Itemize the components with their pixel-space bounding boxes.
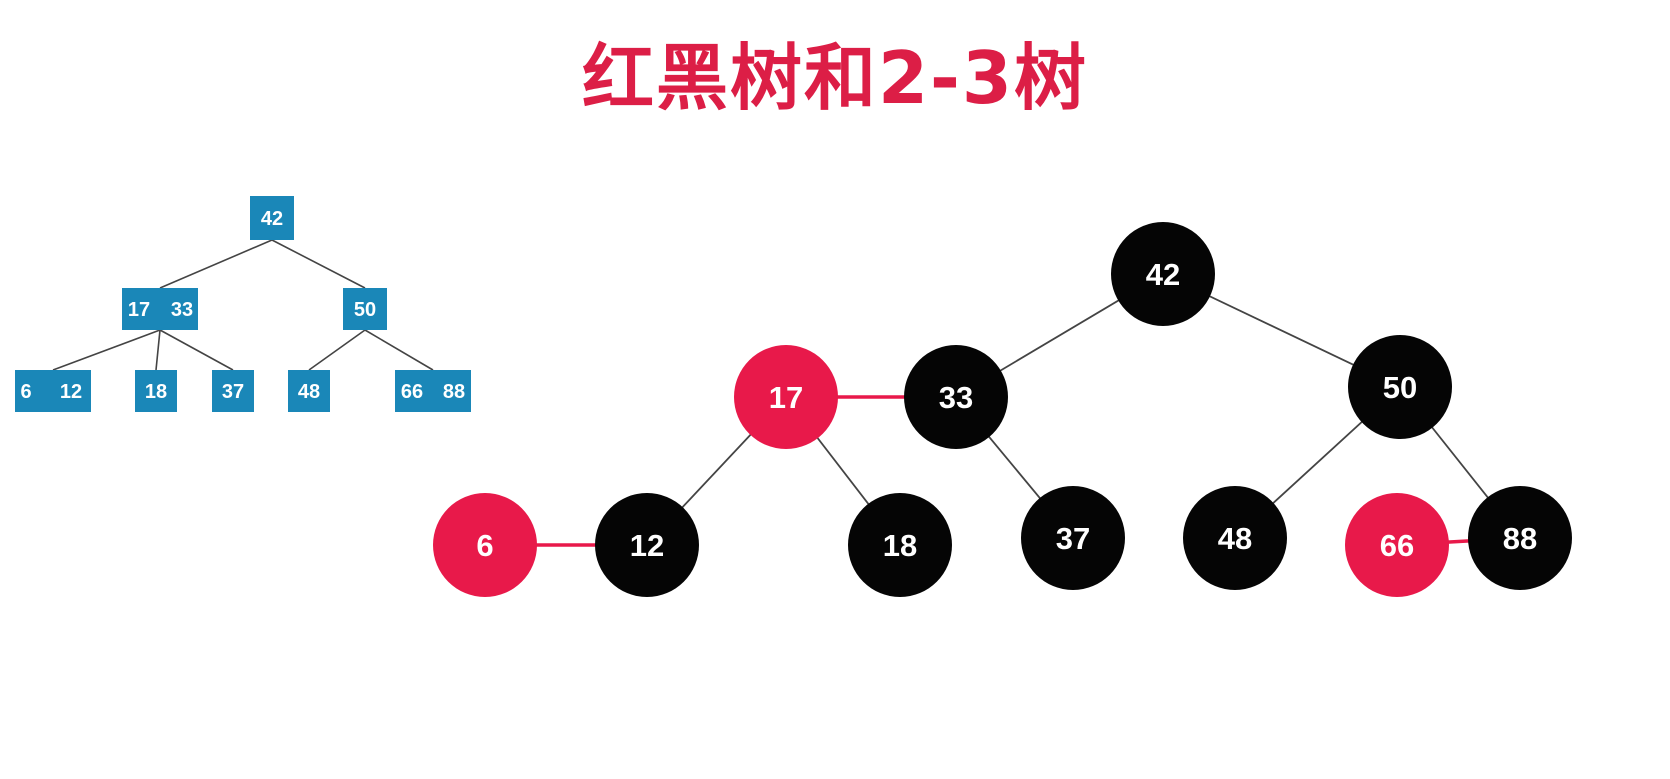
- two-three-key-6: 6: [20, 381, 31, 403]
- rb-node-label-48: 48: [1218, 521, 1252, 556]
- two-three-tree-edge: [308, 329, 366, 371]
- two-three-node-box: [288, 370, 330, 412]
- rb-node-6: 6: [433, 493, 537, 597]
- two-three-key-48: 48: [298, 381, 320, 403]
- rb-node-66: 66: [1345, 493, 1449, 597]
- black-node-circle: [1021, 486, 1125, 590]
- red-node-circle: [734, 345, 838, 449]
- rb-node-label-33: 33: [939, 380, 973, 415]
- rb-node-label-42: 42: [1146, 257, 1180, 292]
- rb-node-label-88: 88: [1503, 521, 1537, 556]
- two-three-node-42: 42: [250, 196, 294, 240]
- two-three-node-18: 18: [135, 370, 177, 412]
- black-node-circle: [1468, 486, 1572, 590]
- two-three-node-48: 48: [288, 370, 330, 412]
- rb-node-42: 42: [1111, 222, 1215, 326]
- two-three-key-42: 42: [261, 208, 283, 230]
- rb-node-50: 50: [1348, 335, 1452, 439]
- red-node-circle: [1345, 493, 1449, 597]
- rb-node-12: 12: [595, 493, 699, 597]
- rb-node-37: 37: [1021, 486, 1125, 590]
- two-three-tree-edge: [159, 329, 234, 371]
- two-three-key-50: 50: [354, 299, 376, 321]
- two-three-node-box: [15, 370, 91, 412]
- rb-node-88: 88: [1468, 486, 1572, 590]
- two-three-tree-edge: [159, 239, 273, 289]
- black-node-circle: [595, 493, 699, 597]
- black-node-circle: [1348, 335, 1452, 439]
- slide-title: 红黑树和2-3树: [581, 36, 1089, 120]
- red-node-circle: [433, 493, 537, 597]
- two-three-node-box: [395, 370, 471, 412]
- black-node-circle: [1183, 486, 1287, 590]
- black-node-circle: [1111, 222, 1215, 326]
- rb-node-label-66: 66: [1380, 528, 1414, 563]
- rb-node-18: 18: [848, 493, 952, 597]
- two-three-node-66-88: 66 88: [395, 370, 471, 412]
- rb-node-label-18: 18: [883, 528, 917, 563]
- two-three-key-33: 33: [171, 299, 193, 321]
- two-three-node-37: 37: [212, 370, 254, 412]
- rb-node-48: 48: [1183, 486, 1287, 590]
- two-three-node-6-12: 6 12: [15, 370, 91, 412]
- two-three-tree-edge: [52, 329, 161, 371]
- rb-node-label-37: 37: [1056, 521, 1090, 556]
- two-three-node-box: [250, 196, 294, 240]
- two-three-node-box: [212, 370, 254, 412]
- rb-node-label-12: 12: [630, 528, 664, 563]
- two-three-tree-edge: [155, 329, 161, 371]
- two-three-key-17: 17: [128, 299, 150, 321]
- two-three-node-box: [122, 288, 198, 330]
- red-black-tree-nodes: 42 17 33 50 6 12 18 37 48 66 88: [433, 222, 1572, 597]
- two-three-key-37: 37: [222, 381, 244, 403]
- rb-node-33: 33: [904, 345, 1008, 449]
- two-three-node-box: [135, 370, 177, 412]
- black-node-circle: [904, 345, 1008, 449]
- two-three-node-box: [343, 288, 387, 330]
- two-three-node-50: 50: [343, 288, 387, 330]
- two-three-tree-edge: [271, 239, 366, 289]
- two-three-key-66: 66: [401, 381, 423, 403]
- black-node-circle: [848, 493, 952, 597]
- rb-node-17: 17: [734, 345, 838, 449]
- two-three-key-88: 88: [443, 381, 465, 403]
- rb-node-label-50: 50: [1383, 370, 1417, 405]
- two-three-key-18: 18: [145, 381, 167, 403]
- two-three-key-12: 12: [60, 381, 82, 403]
- rb-node-label-6: 6: [476, 528, 493, 563]
- two-three-tree-edge: [364, 329, 434, 371]
- two-three-tree-edges: [52, 239, 434, 371]
- rb-node-label-17: 17: [769, 380, 803, 415]
